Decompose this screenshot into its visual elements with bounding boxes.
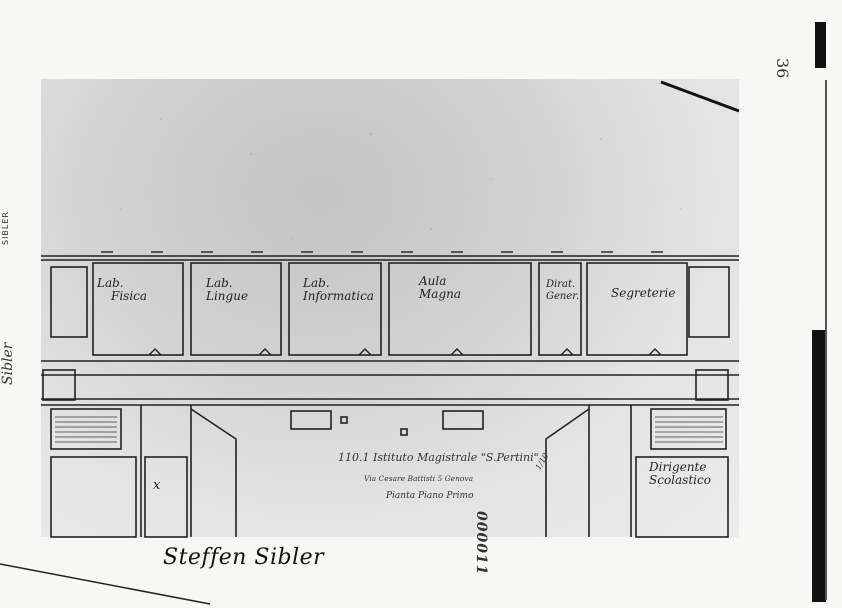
building-walls [41, 255, 739, 538]
plan-address: Via Cesare Battisti 5 Genova [364, 474, 474, 483]
room-label-line: Scolastico [649, 473, 711, 487]
room-label-lab-fisica: Lab. Fisica [97, 277, 147, 303]
room-label-line: Segreterie [611, 286, 676, 300]
room-label-line: Lingue [206, 289, 249, 303]
room-label-line: Lab. [97, 276, 124, 290]
scan-edge-mark-bottom [812, 330, 826, 602]
scan-edge-diagonal [0, 563, 211, 605]
room-label-line: Gener. [546, 291, 580, 302]
plan-subtitle: Pianta Piano Primo [386, 491, 474, 501]
room-label-direttore: Dirat. Gener. [546, 279, 579, 303]
room-label-line: Lab. [303, 276, 330, 290]
plan-stamp-number: 000011 [473, 511, 489, 576]
margin-note-top-left: SIBLER [1, 211, 10, 245]
room-label-line: Informatica [303, 289, 374, 303]
scan-edge-line [825, 80, 827, 600]
scan-edge-mark-top [815, 22, 826, 68]
scan-noise [120, 118, 682, 250]
door-marks [148, 348, 662, 356]
stair-treads [55, 416, 723, 443]
room-label-aula-magna: Aula Magna [419, 275, 461, 301]
floor-plan-drawing [41, 80, 740, 538]
margin-note-left: Sibler [0, 342, 16, 386]
room-label-segreterie: Segreterie [611, 287, 675, 300]
signature: Steffen Sibler [163, 545, 325, 570]
room-label-line: Dirat. [546, 279, 576, 290]
room-label-line: Lab. [206, 276, 233, 290]
room-label-line: Aula [419, 274, 447, 288]
plan-title: 110.1 Istituto Magistrale "S.Pertini" [338, 451, 539, 464]
room-label-line: Fisica [111, 289, 148, 303]
scan-streak [660, 80, 740, 113]
room-label-dirigente-scolastico: Dirigente Scolastico [649, 461, 711, 487]
cross-mark: x [153, 478, 161, 493]
room-label-line: Dirigente [649, 460, 707, 474]
floor-plan-photocopy: Lab. Fisica Lab. Lingue Lab. Informatica… [41, 79, 740, 575]
page-number: 36 [773, 58, 792, 79]
room-label-lab-informatica: Lab. Informatica [303, 277, 374, 303]
room-label-line: Magna [419, 287, 462, 301]
room-label-lab-lingue: Lab. Lingue [206, 277, 248, 303]
